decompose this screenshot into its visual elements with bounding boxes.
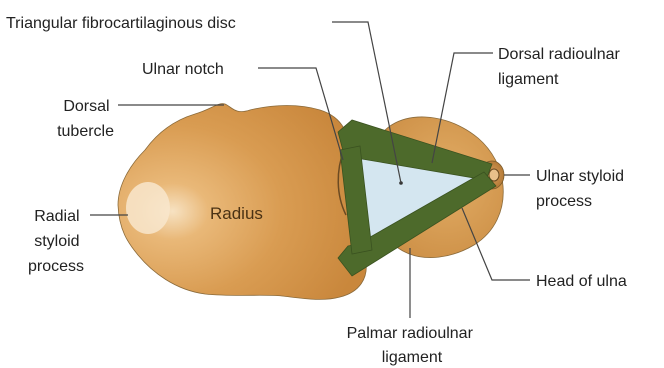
label-dorsal-radioulnar-line1: Dorsal radioulnar — [498, 46, 621, 63]
label-dorsal-tubercle-line2: tubercle — [57, 123, 114, 140]
label-ulnar-styloid-process: Ulnar styloid process — [536, 168, 628, 210]
label-dorsal-radioulnar-line2: ligament — [498, 71, 559, 88]
label-radius: Radius — [210, 204, 263, 223]
label-dorsal-tubercle: Dorsal tubercle — [57, 98, 114, 140]
label-palmar-radioulnar-line2: ligament — [382, 349, 443, 366]
label-radial-styloid-line2: styloid — [34, 233, 79, 250]
label-ulnar-styloid-line2: process — [536, 193, 592, 210]
label-dorsal-tubercle-line1: Dorsal — [63, 98, 109, 115]
label-radial-styloid-line1: Radial — [34, 208, 79, 225]
label-triangular-disc: Triangular fibrocartilaginous disc — [6, 15, 236, 32]
label-radial-styloid-process: Radial styloid process — [28, 208, 84, 275]
label-head-of-ulna: Head of ulna — [536, 273, 627, 290]
label-palmar-radioulnar-ligament: Palmar radioulnar ligament — [347, 325, 478, 366]
label-dorsal-radioulnar-ligament: Dorsal radioulnar ligament — [498, 46, 624, 88]
label-palmar-radioulnar-line1: Palmar radioulnar — [347, 325, 474, 342]
radial-styloid-highlight — [126, 182, 170, 234]
label-radial-styloid-line3: process — [28, 258, 84, 275]
label-ulnar-styloid-line1: Ulnar styloid — [536, 168, 624, 185]
label-ulnar-notch: Ulnar notch — [142, 61, 224, 78]
